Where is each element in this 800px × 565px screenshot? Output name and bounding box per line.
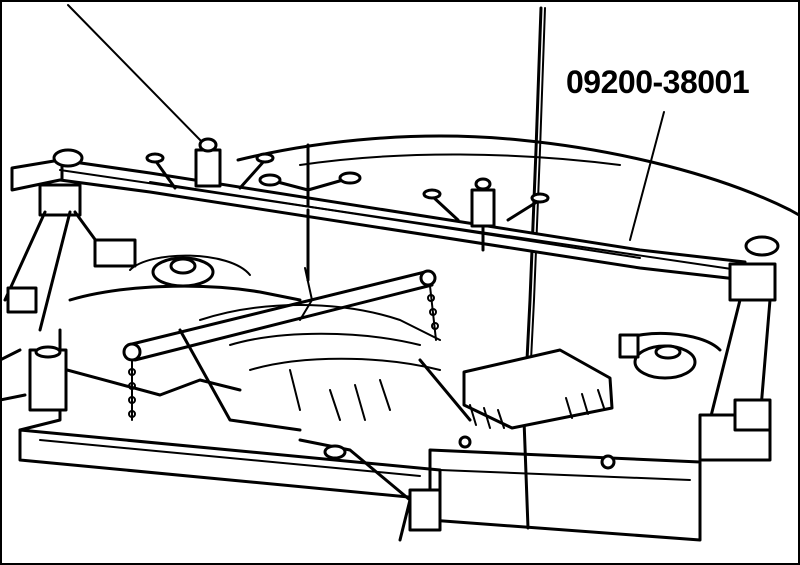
leader-line-tool (629, 111, 665, 241)
dipstick-rod (522, 6, 543, 530)
hook-assembly-2 (258, 143, 362, 282)
hood-edge (236, 134, 800, 217)
hook-assembly-3 (422, 177, 550, 252)
cross-bar (122, 267, 439, 421)
bar-right-bracket (698, 235, 780, 462)
pointer-line-left (67, 4, 206, 146)
radiator-front (298, 435, 702, 542)
bar-left-bracket (3, 148, 137, 332)
hook-assembly-1 (145, 137, 275, 190)
reservoir-cap-right (618, 332, 722, 380)
part-number-label: 09200-38001 (566, 64, 750, 100)
hood-edge-inner (299, 153, 621, 166)
valve-cover-box (462, 348, 614, 430)
left-component (0, 345, 68, 412)
reservoir-cap-left (129, 254, 251, 288)
